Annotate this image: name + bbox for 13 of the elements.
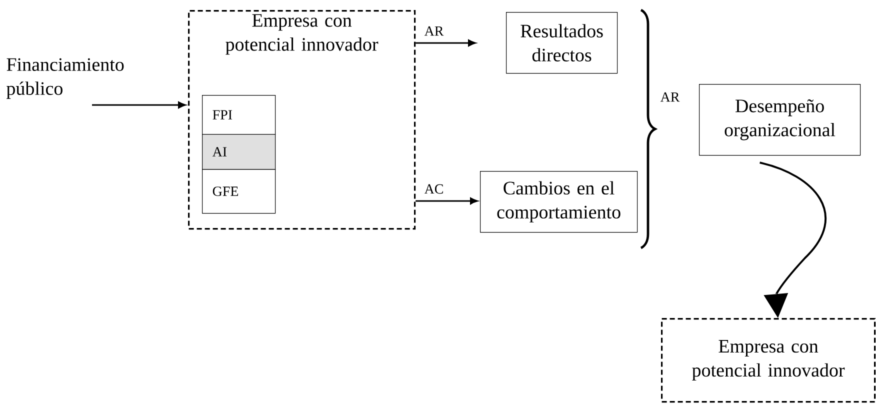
process-box: Cambios en el comportamiento [480, 171, 638, 233]
arrow [416, 198, 478, 204]
source-text: Financiamiento público [6, 58, 124, 99]
edge-label: AC [423, 183, 445, 195]
table-cell: GFE [202, 169, 276, 214]
process-box: Resultados directos [506, 12, 618, 74]
arrow [92, 102, 186, 108]
brace-label: AR [660, 92, 680, 102]
edge-label: AR [423, 25, 445, 37]
arrow [416, 40, 476, 46]
table-cell: AI [202, 134, 276, 170]
process-box: Desempeño organizacional [699, 84, 861, 156]
dashed-box: Empresa con potencial innovador [661, 318, 876, 403]
